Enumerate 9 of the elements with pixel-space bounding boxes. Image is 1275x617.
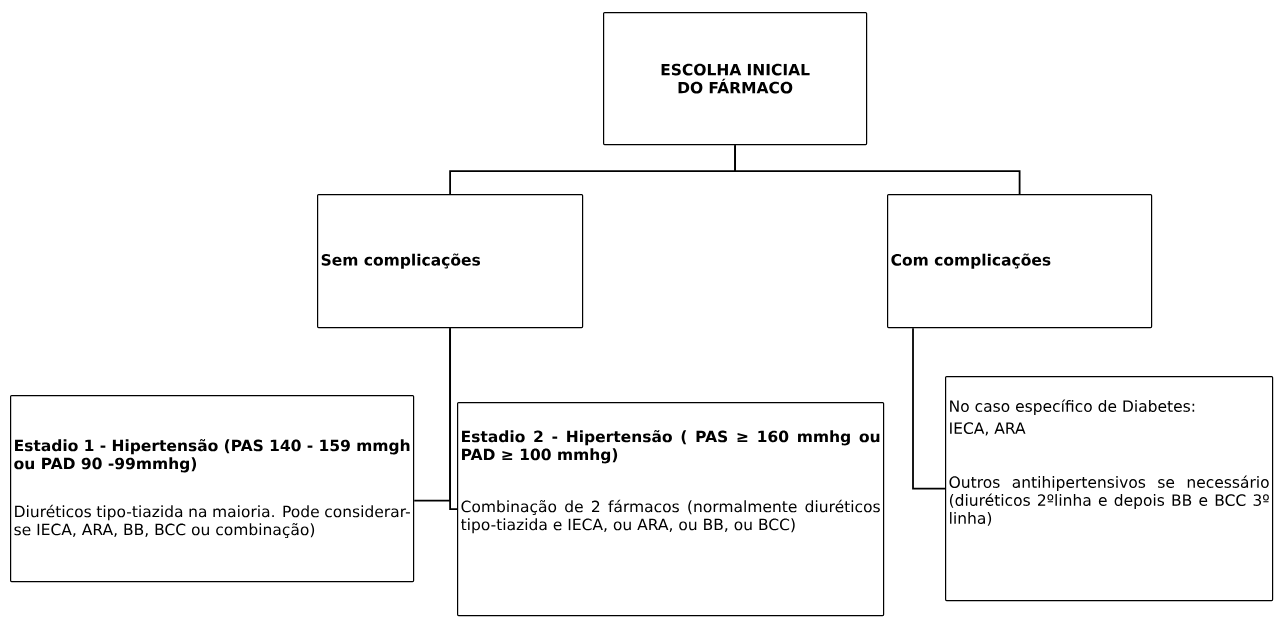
- process-box: Com complicações: [887, 194, 1153, 329]
- process-box: ESCOLHA INICIAL DO FÁRMACO: [603, 12, 868, 146]
- connector-line: [449, 327, 458, 510]
- process-box: Estadio 1 - Hipertensão (PAS 140 - 159 mmgh ou PAD 90 -99mmhg) Diuréticos tipo-tiazida na maioria. Pode considerar-se IECA, ARA, BB, BCC ou combinação): [10, 394, 415, 583]
- process-box: Sem complicações: [317, 194, 584, 329]
- connector-line: [734, 144, 1021, 195]
- process-box: No caso específico de Diabetes: IECA, ARA Outros antihipertensivos se necessário (diuréticos 2ºlinha e depois BB e BCC 3º linha): [945, 375, 1274, 602]
- connector-line: [912, 327, 946, 490]
- process-box: Estadio 2 - Hipertensão ( PAS ≥ 160 mmhg ou PAD ≥ 100 mmhg) Combinação de 2 fármacos (normalmente diuréticos tipo-tiazida e IECA, ou ARA, ou BB, ou BCC): [457, 402, 885, 617]
